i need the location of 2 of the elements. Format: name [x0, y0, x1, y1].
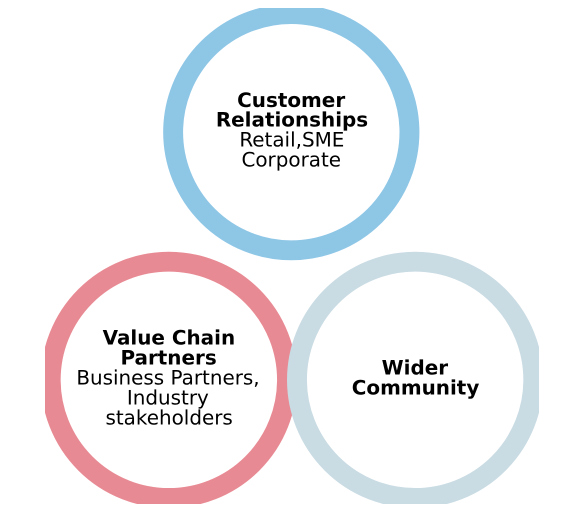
- node-circle: Customer Relationships Retail,SME Corporate: [163, 8, 420, 260]
- node-circle: Wider Community: [287, 252, 539, 504]
